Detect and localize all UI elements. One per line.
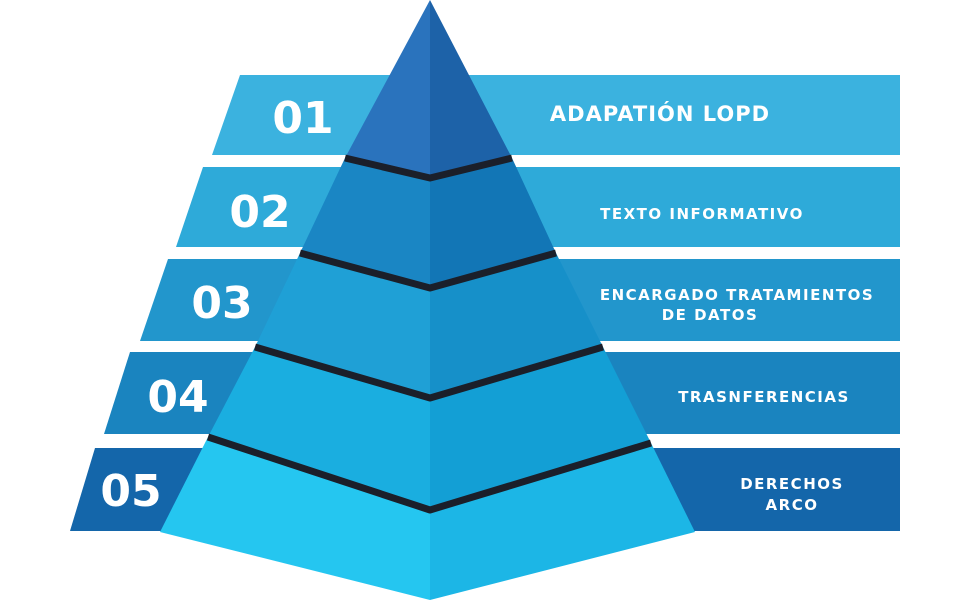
pyramid-tier-2-right [430,158,556,288]
separator-3 [254,343,604,402]
pyramid-tier-2-left [300,158,430,288]
pyramid-tier-3-left [255,253,430,398]
pyramid-tier-4-right [430,347,651,510]
level-3-number: 03 [191,278,252,329]
level-1-number: 01 [272,93,333,144]
level-5-label-line-2: ARCO [766,496,819,514]
pyramid-tier-4-left [208,347,430,510]
pyramid-separators [206,154,653,514]
level-4-label: TRASNFERENCIAS [678,388,850,406]
pyramid-tier-1-left [345,0,430,178]
level-3-label-line-2: DE DATOS [662,306,759,324]
level-5-number: 05 [100,466,161,517]
level-2-number: 02 [229,187,290,238]
pyramid-tier-5-left [160,437,430,600]
level-2-label: TEXTO INFORMATIVO [600,205,804,223]
level-5-label-line-1: DERECHOS [740,475,844,493]
separator-1 [344,154,513,182]
pyramid-tier-3-right [430,253,603,398]
separator-4 [206,433,653,514]
level-1-label: ADAPATIÓN LOPD [550,101,770,126]
separator-2 [299,249,557,292]
level-3-label-line-1: ENCARGADO TRATAMIENTOS [600,286,874,304]
pyramid-tier-1-right [430,0,512,178]
level-4-number: 04 [147,372,208,423]
pyramid-tier-5-right [430,443,695,600]
